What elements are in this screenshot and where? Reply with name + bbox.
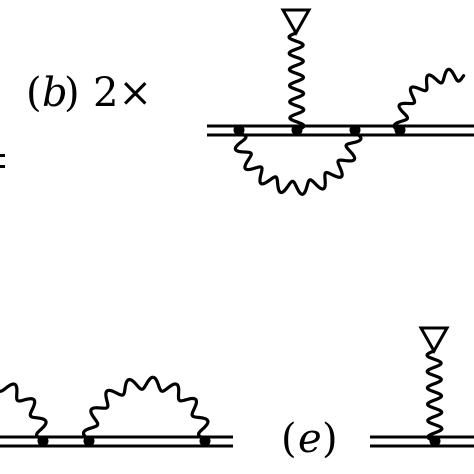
diagram-d-vertex-1 <box>37 435 49 447</box>
label-b: ( b ) 2× <box>26 70 152 116</box>
label-e-open-paren: ( <box>281 416 297 462</box>
diagram-e-vertex-1 <box>429 435 441 447</box>
diagram-b-vertex-3 <box>349 124 361 136</box>
label-e-close-paren: ) <box>322 416 338 462</box>
diagram-b-vertex-4 <box>394 124 406 136</box>
diagram-d-double-line <box>0 435 233 448</box>
label-e-letter: e <box>298 416 322 462</box>
diagram-b-self-energy-loop <box>233 131 363 196</box>
label-e: ( e ) <box>281 416 338 462</box>
label-b-multiplier: 2× <box>93 70 152 116</box>
diagram-d <box>0 375 233 448</box>
diagram-b-external-photon <box>287 31 306 132</box>
diagram-d-photon-loop-left <box>0 382 48 442</box>
diagram-b-vertex-1 <box>233 124 245 136</box>
diagram-b-vertex-2 <box>291 124 303 136</box>
diagram-e-external-photon <box>425 349 444 443</box>
diagram-b-upper-photon-loop <box>392 67 466 133</box>
diagram-d-photon-loop-right <box>81 375 210 441</box>
diagram-d-vertex-2 <box>83 435 95 447</box>
label-b-letter: b <box>42 70 68 116</box>
equals-fragment <box>0 154 5 168</box>
diagram-b <box>207 8 474 196</box>
diagram-e-external-source-triangle <box>418 326 450 355</box>
diagram-d-vertex-3 <box>199 435 211 447</box>
diagram-e-double-line <box>370 435 474 448</box>
diagram-e <box>370 326 474 448</box>
diagram-b-external-source-triangle <box>280 8 312 37</box>
diagram-b-double-line <box>207 124 474 137</box>
label-b-close-paren: ) <box>64 70 80 116</box>
label-b-open-paren: ( <box>26 70 42 116</box>
